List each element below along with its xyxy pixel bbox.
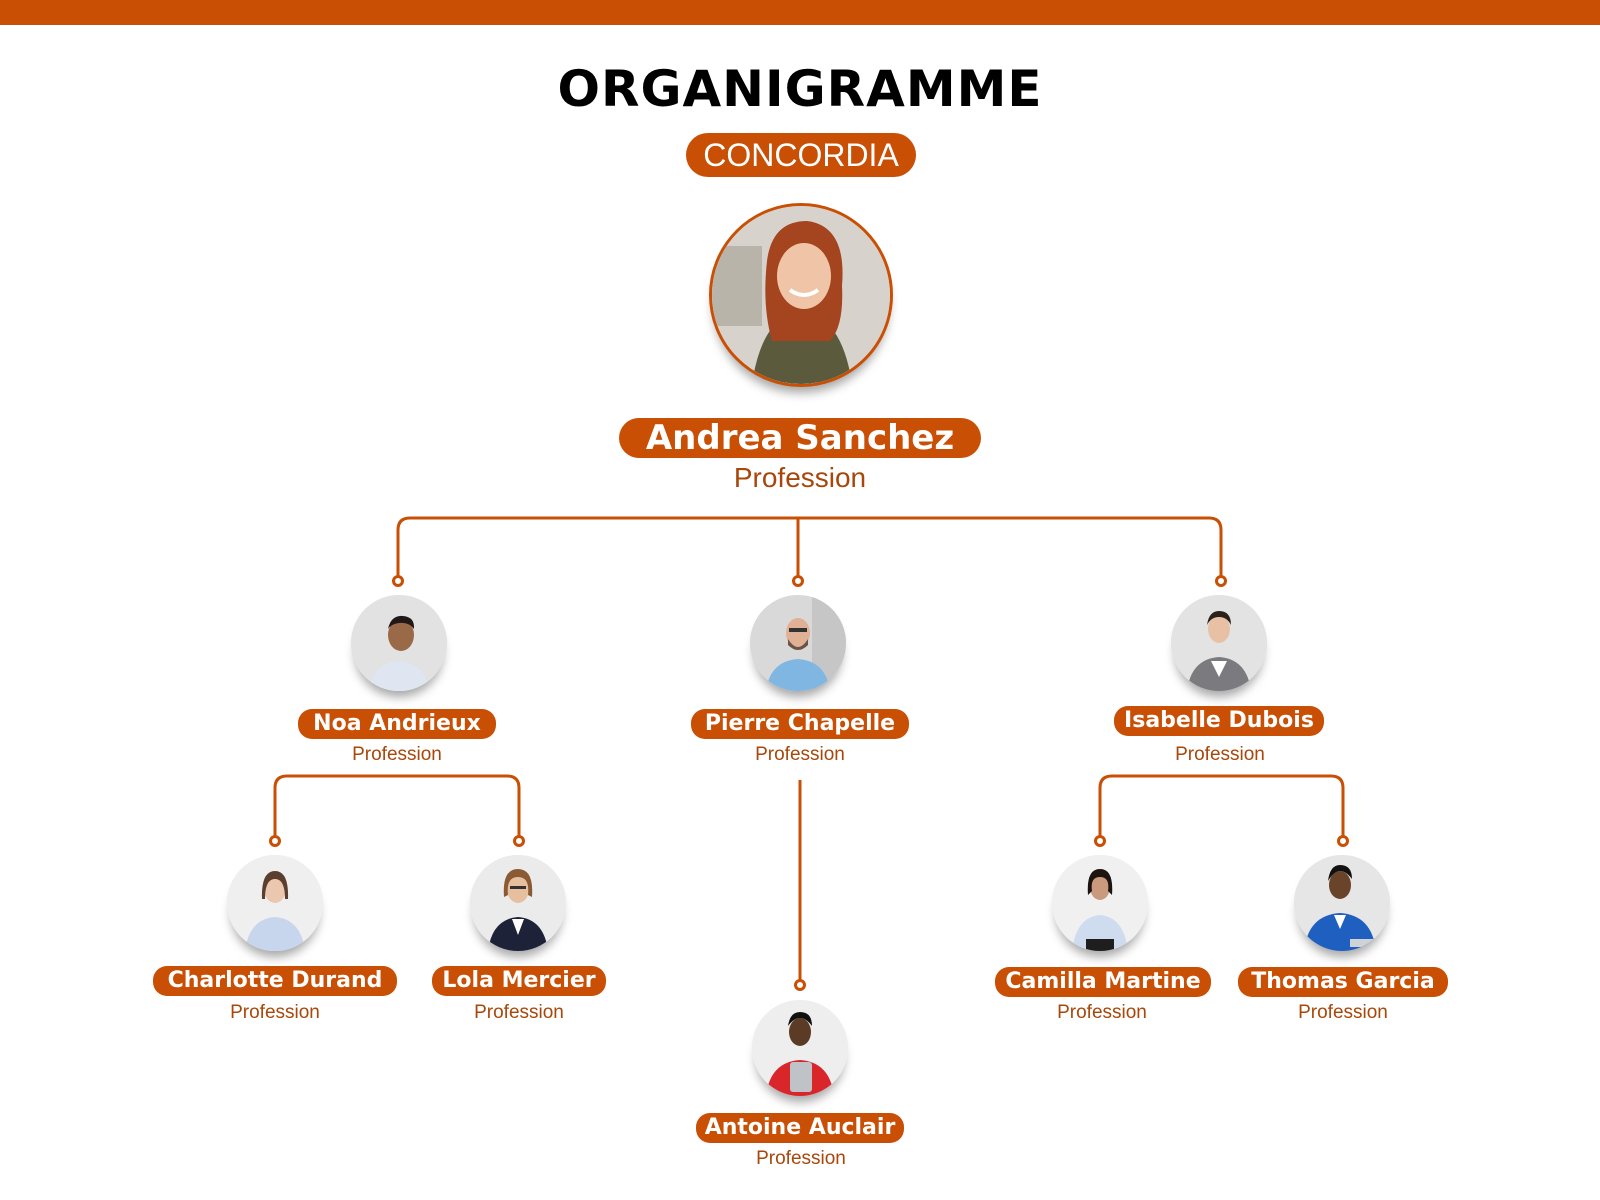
name-pierre-chapelle: Pierre Chapelle [691, 709, 909, 739]
name-andrea-sanchez: Andrea Sanchez [619, 418, 981, 458]
connector-noa-children [273, 774, 521, 840]
avatar-andrea-sanchez [709, 203, 893, 387]
top-accent-bar [0, 0, 1600, 25]
name-charlotte-durand: Charlotte Durand [153, 966, 397, 996]
avatar-noa-andrieux [351, 595, 447, 691]
name-thomas-garcia: Thomas Garcia [1238, 967, 1448, 997]
name-isabelle-dubois: Isabelle Dubois [1114, 706, 1324, 736]
name-noa-andrieux: Noa Andrieux [298, 709, 496, 739]
avatar-thomas-garcia [1294, 855, 1390, 951]
avatar-pierre-chapelle [750, 595, 846, 691]
avatar-camilla-martine [1052, 855, 1148, 951]
role-pierre-chapelle: Profession [755, 744, 845, 765]
role-isabelle-dubois: Profession [1175, 744, 1265, 765]
page-title: ORGANIGRAMME [557, 60, 1043, 118]
role-camilla-martine: Profession [1057, 1002, 1147, 1023]
role-andrea-sanchez: Profession [733, 462, 867, 493]
avatar-lola-mercier [470, 855, 566, 951]
company-badge: CONCORDIA [686, 133, 916, 177]
name-antoine-auclair: Antoine Auclair [696, 1113, 904, 1143]
connector-isabelle-children [1098, 774, 1345, 840]
avatar-isabelle-dubois [1171, 595, 1267, 691]
connector-level1 [396, 516, 1223, 580]
role-noa-andrieux: Profession [352, 744, 442, 765]
role-charlotte-durand: Profession [230, 1002, 320, 1023]
name-lola-mercier: Lola Mercier [432, 966, 606, 996]
role-antoine-auclair: Profession [756, 1148, 846, 1169]
name-camilla-martine: Camilla Martine [995, 967, 1211, 997]
role-lola-mercier: Profession [474, 1002, 564, 1023]
avatar-charlotte-durand [227, 855, 323, 951]
role-thomas-garcia: Profession [1298, 1002, 1388, 1023]
avatar-antoine-auclair [752, 1000, 848, 1096]
